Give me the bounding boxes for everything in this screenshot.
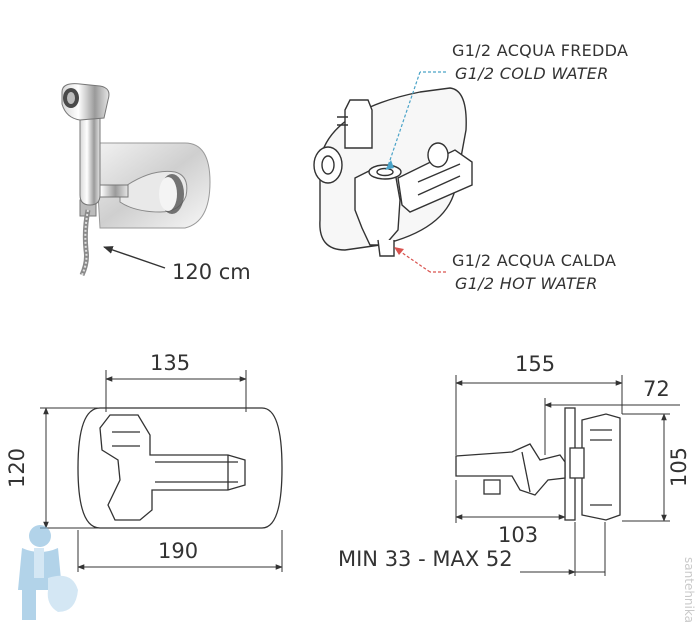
front-view xyxy=(77,407,283,529)
cold-water-label-en: G1/2 COLD WATER xyxy=(455,64,609,83)
side-view xyxy=(455,407,621,521)
dim-front-height: 120 xyxy=(5,448,29,488)
cold-water-leader xyxy=(385,71,446,170)
dim-side-depth-inner: 103 xyxy=(498,523,538,547)
hot-water-label-it: G1/2 ACQUA CALDA xyxy=(452,251,616,270)
front-view-dimensions xyxy=(40,370,283,572)
dim-wall-range: MIN 33 - MAX 52 xyxy=(338,547,513,571)
hose-length-label: 120 cm xyxy=(172,260,251,284)
product-photo xyxy=(61,83,211,277)
valve-body-drawing xyxy=(313,87,473,257)
side-view-dimensions xyxy=(455,375,680,576)
dim-front-width-bottom: 190 xyxy=(158,539,198,563)
hot-water-leader xyxy=(394,247,446,273)
watermark-text: santehnika xyxy=(682,557,696,623)
dim-front-width-top: 135 xyxy=(150,351,190,375)
cold-water-label-it: G1/2 ACQUA FREDDA xyxy=(452,41,628,60)
hot-water-label-en: G1/2 HOT WATER xyxy=(455,274,598,293)
dim-side-height: 105 xyxy=(667,447,691,487)
plumber-mascot-logo xyxy=(18,525,78,620)
dim-side-depth-box: 72 xyxy=(643,377,670,401)
dim-side-depth-total: 155 xyxy=(515,352,555,376)
